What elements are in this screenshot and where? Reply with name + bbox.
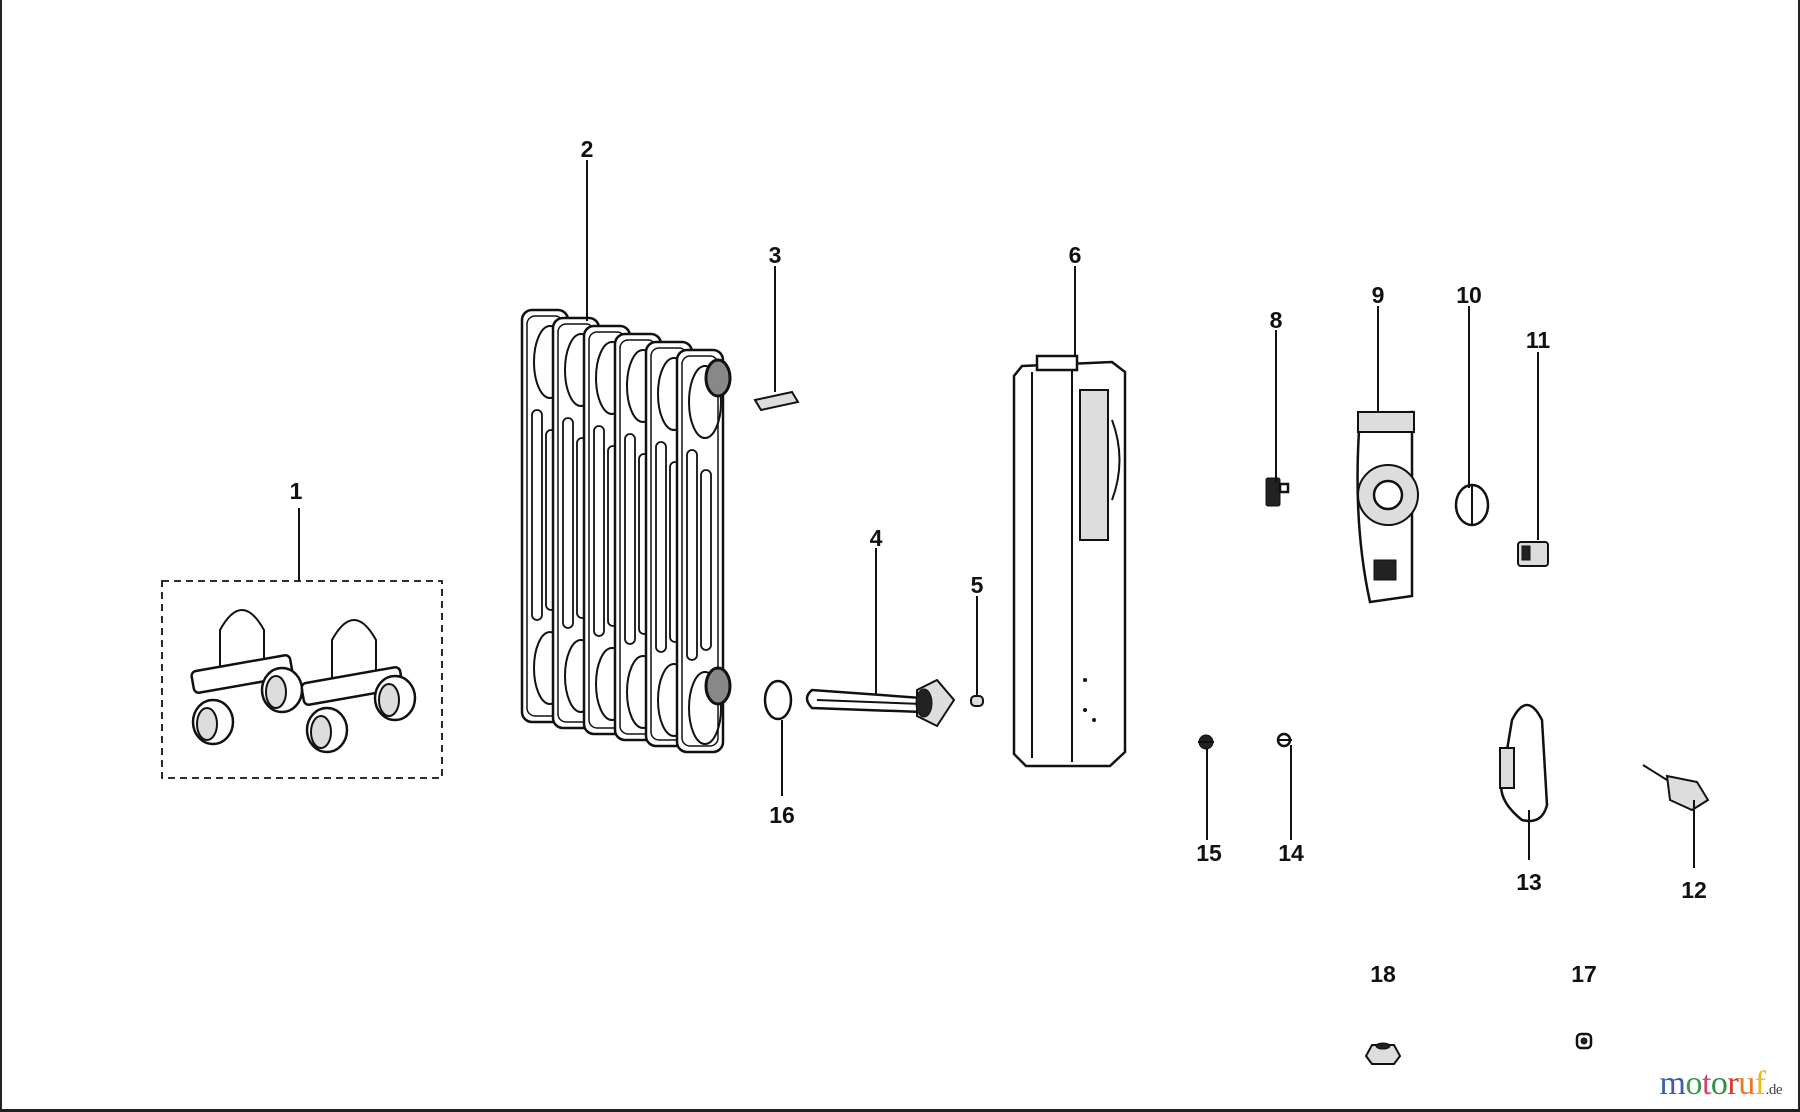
radiator-fin-part — [688, 671, 722, 745]
radiator-fin-part — [681, 355, 719, 747]
part-17-clip[interactable] — [1575, 1032, 1593, 1050]
label-18: 18 — [1370, 961, 1396, 987]
leader-lines — [298, 160, 1695, 868]
label-11: 11 — [1526, 327, 1551, 353]
logo-letter: o — [1710, 1065, 1728, 1102]
label-15: 15 — [1196, 840, 1222, 866]
radiator-fin-part — [686, 449, 698, 661]
label-16: 16 — [769, 802, 795, 828]
label-17: 17 — [1571, 961, 1597, 987]
radiator-fin-part — [593, 425, 605, 637]
label-3: 3 — [769, 242, 782, 268]
radiator-fin-part — [562, 417, 574, 629]
part-1-casters[interactable] — [161, 580, 443, 779]
label-4: 4 — [870, 525, 883, 551]
label-12: 12 — [1681, 877, 1707, 903]
part-3-plate[interactable] — [753, 390, 800, 412]
part-2-radiator-block[interactable] — [520, 308, 732, 754]
part-14-thermal-fuse[interactable] — [1276, 732, 1292, 748]
part-6-control-housing[interactable] — [1012, 354, 1127, 768]
part-4-heating-element[interactable] — [805, 678, 956, 728]
label-2: 2 — [581, 136, 594, 162]
part-16-gasket-ring[interactable] — [763, 679, 793, 721]
logo-suffix: .de — [1765, 1082, 1783, 1098]
label-14: 14 — [1278, 840, 1304, 866]
radiator-fin-part — [624, 433, 636, 645]
radiator-fin-part — [688, 365, 722, 439]
logo-letter: f — [1754, 1065, 1766, 1102]
label-6: 6 — [1069, 242, 1082, 268]
logo-letter: m — [1659, 1065, 1686, 1102]
logo-letter: o — [1685, 1065, 1702, 1102]
logo-wordmark: motoruf — [1659, 1065, 1767, 1102]
label-1: 1 — [290, 478, 303, 504]
part-8-clip[interactable] — [1265, 477, 1290, 507]
radiator-fin-part — [700, 469, 712, 651]
label-13: 13 — [1516, 869, 1542, 895]
radiator-fin-part — [531, 409, 543, 621]
logo-letter: t — [1701, 1065, 1711, 1102]
part-12-power-plug[interactable] — [1642, 764, 1710, 812]
part-10-knob[interactable] — [1454, 483, 1490, 527]
label-10: 10 — [1456, 282, 1482, 308]
logo-letter: u — [1738, 1065, 1755, 1102]
radiator-port — [704, 666, 732, 706]
logo-letter: r — [1727, 1065, 1739, 1102]
label-9: 9 — [1372, 282, 1385, 308]
motoruf-logo: motoruf.de — [1659, 1065, 1783, 1103]
part-11-switch[interactable] — [1517, 541, 1549, 567]
part-5-nut[interactable] — [970, 695, 984, 707]
part-13-cord-holder[interactable] — [1499, 703, 1549, 823]
radiator-fin-part — [655, 441, 667, 653]
part-15-thermostat-pin[interactable] — [1198, 734, 1214, 750]
label-8: 8 — [1270, 307, 1283, 333]
label-5: 5 — [971, 572, 984, 598]
part-18-nut[interactable] — [1364, 1042, 1402, 1065]
radiator-port — [704, 358, 732, 398]
part-9-control-panel[interactable] — [1356, 410, 1419, 604]
